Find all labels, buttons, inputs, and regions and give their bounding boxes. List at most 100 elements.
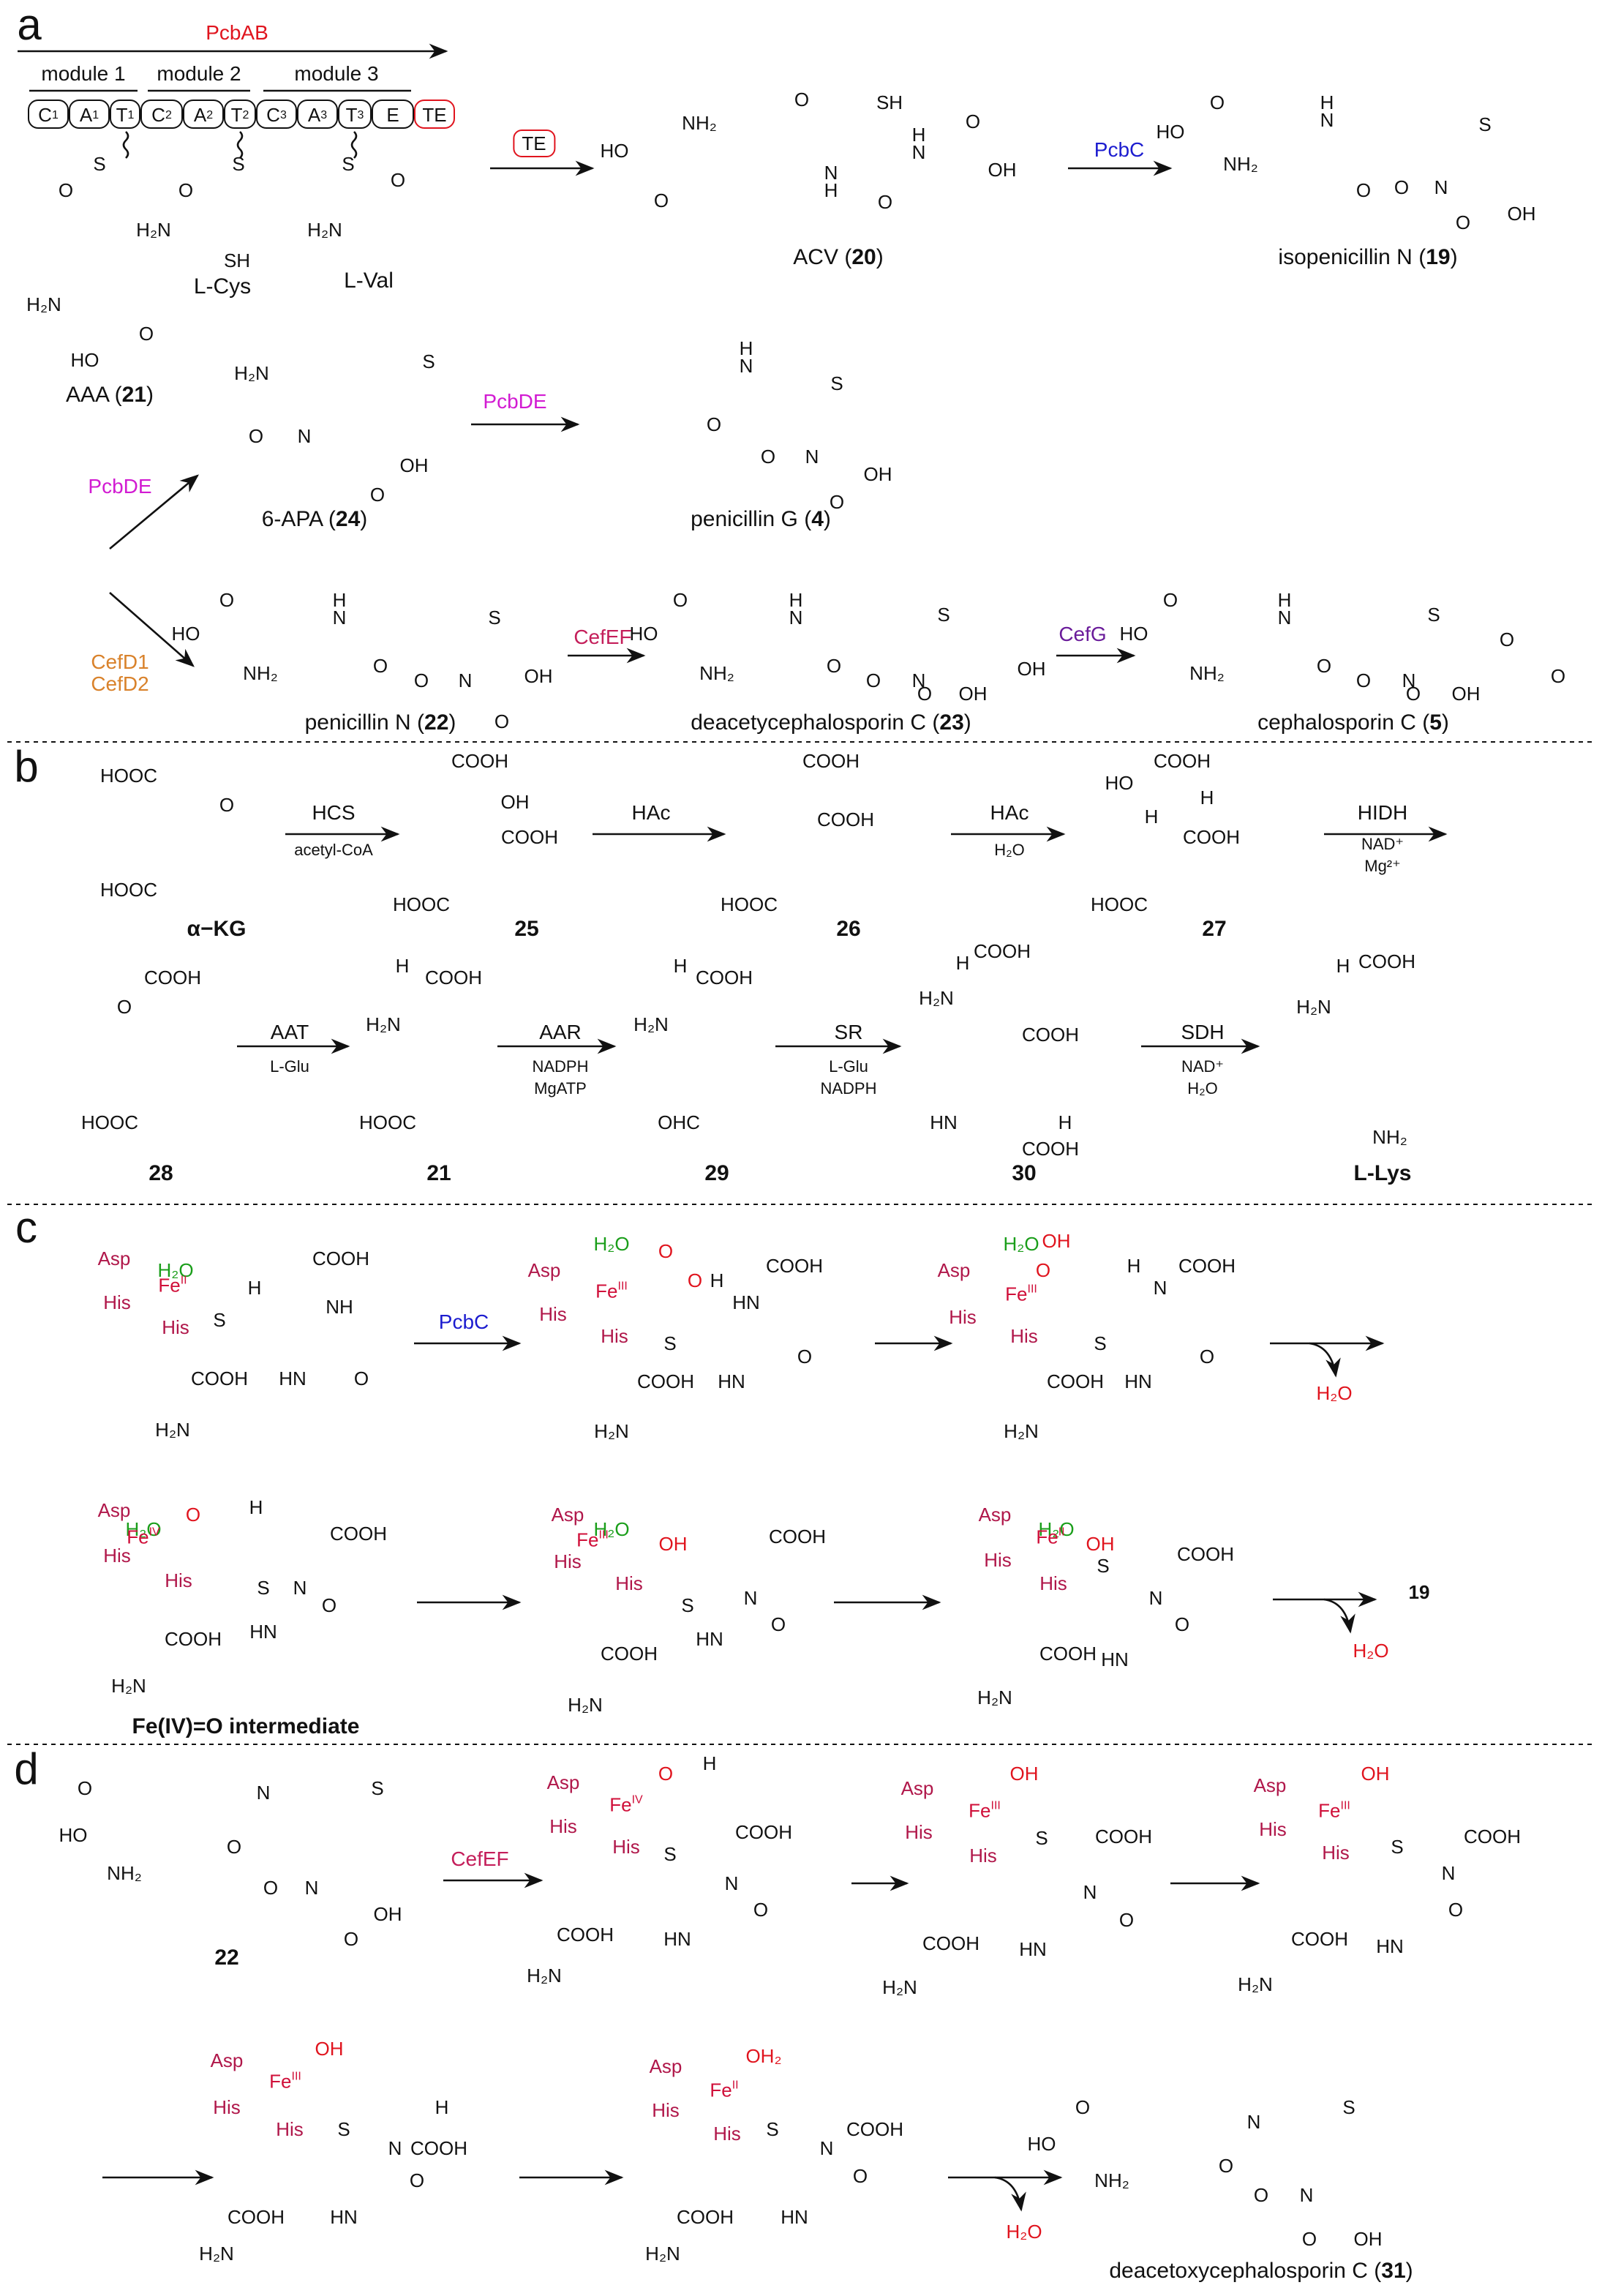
compound-22-label: 22 bbox=[214, 1946, 239, 1970]
atom-label: H bbox=[955, 952, 970, 974]
domain-letter: T bbox=[230, 103, 243, 125]
atom-label: O bbox=[219, 794, 235, 816]
atom-label: O bbox=[829, 491, 845, 513]
atom-label: H bbox=[789, 589, 803, 611]
compound-label-5: cephalosporin C 5 bbox=[1257, 710, 1449, 735]
atom-label: S bbox=[766, 2118, 779, 2140]
atom-label: H₂N bbox=[111, 1675, 146, 1697]
atom-label: NH₂ bbox=[1189, 662, 1225, 684]
domain-letter: A bbox=[193, 103, 207, 125]
iron-center-label: FeII bbox=[158, 1273, 187, 1297]
atom-label: COOH bbox=[1154, 750, 1211, 772]
atom-label: O bbox=[321, 1594, 337, 1616]
compound-number: 24 bbox=[328, 507, 367, 532]
compound-number-label: α−KG bbox=[187, 917, 247, 942]
ligand-his-label: His bbox=[554, 1550, 582, 1572]
atom-label: COOH bbox=[1183, 826, 1240, 848]
oxidation-state: IV bbox=[631, 1793, 643, 1807]
atom-label: HN bbox=[663, 1928, 691, 1950]
panel-letter-b: b bbox=[14, 743, 39, 792]
cefd-diag-arrow bbox=[109, 592, 195, 667]
atom-label: COOH bbox=[1291, 1928, 1348, 1950]
atom-label: O bbox=[917, 683, 933, 705]
atom-label: HN bbox=[249, 1621, 277, 1643]
oxidation-state: II bbox=[180, 1273, 187, 1287]
atom-label: HN bbox=[1376, 1935, 1404, 1957]
atom-label: HOOC bbox=[359, 1111, 416, 1133]
released-water-label: H₂O bbox=[1353, 1640, 1389, 1662]
deacetoxycephalosporin-c-label: deacetoxycephalosporin C 31 bbox=[1109, 2259, 1413, 2284]
ligand-his-label: His bbox=[1259, 1818, 1287, 1840]
cofactor-label: L-Glu bbox=[270, 1059, 309, 1076]
atom-label: COOH bbox=[1022, 1138, 1079, 1160]
atom-label: O bbox=[1394, 176, 1410, 198]
compound-number: 23 bbox=[932, 710, 971, 735]
atom-label: H bbox=[1144, 806, 1159, 828]
atom-label: COOH bbox=[1177, 1543, 1234, 1565]
panel-letter-a: a bbox=[17, 1, 42, 50]
atom-label: O bbox=[826, 655, 842, 677]
ligand-his-label: His bbox=[713, 2123, 741, 2145]
atom-label: O bbox=[1550, 665, 1566, 687]
cofactor-label: L-Glu bbox=[829, 1059, 868, 1076]
compound-name: ACV bbox=[793, 245, 838, 270]
atom-label: N bbox=[388, 2137, 402, 2159]
atom-label: O bbox=[1448, 1899, 1464, 1921]
ligand-his-label: His bbox=[276, 2118, 304, 2140]
atom-label: H₂N bbox=[136, 219, 171, 241]
atom-label: COOH bbox=[802, 750, 860, 772]
domain-letter: T bbox=[345, 103, 358, 125]
atom-label: HN bbox=[930, 1111, 958, 1133]
atom-label: O bbox=[1355, 669, 1372, 691]
atom-label: H₂N bbox=[568, 1694, 603, 1716]
atom-label: O bbox=[219, 589, 235, 611]
cefg-label: CefG bbox=[1058, 622, 1107, 645]
atom-label: SH bbox=[223, 250, 251, 271]
atom-label: HN bbox=[1019, 1938, 1047, 1960]
atom-label: COOH bbox=[557, 1924, 614, 1946]
ligand-asp-label: Asp bbox=[937, 1259, 971, 1281]
atom-label: HO bbox=[171, 623, 200, 645]
compound-number: 21 bbox=[115, 383, 154, 408]
iron-center-label: FeIII bbox=[595, 1279, 628, 1302]
compound-number-label: 30 bbox=[1012, 1161, 1037, 1186]
domain-index: 1 bbox=[51, 108, 59, 121]
compound-name: deacetycephalosporin C bbox=[691, 710, 927, 735]
compound-label-20: ACV 20 bbox=[793, 245, 883, 270]
oxidation-state: IV bbox=[148, 1525, 160, 1539]
atom-label: OH bbox=[1507, 203, 1536, 225]
iron-center-label: FeIII bbox=[576, 1528, 609, 1551]
water-release-arrow bbox=[1309, 1342, 1341, 1378]
oxidation-state: II bbox=[732, 2078, 739, 2092]
atom-label: COOH bbox=[451, 750, 508, 772]
ligand-his-label: His bbox=[949, 1306, 977, 1328]
atom-label: S bbox=[1342, 2096, 1355, 2118]
atom-label: HO bbox=[1105, 772, 1134, 794]
atom-label: O bbox=[753, 1899, 769, 1921]
atom-label: O bbox=[672, 589, 688, 611]
oxidation-state: III bbox=[598, 1528, 609, 1542]
domain-index: 1 bbox=[127, 108, 135, 121]
atom-label: O bbox=[1209, 91, 1225, 113]
atom-label: S bbox=[337, 2118, 350, 2140]
atom-label: COOH bbox=[974, 940, 1031, 962]
atom-label: COOH bbox=[501, 826, 558, 848]
iron-center-label: FeIV bbox=[609, 1793, 643, 1816]
ligand-his-label: His bbox=[1322, 1842, 1350, 1864]
atom-label: S bbox=[681, 1594, 694, 1616]
atom-label: O bbox=[413, 669, 429, 691]
atom-label: NH₂ bbox=[682, 112, 717, 134]
atom-label: COOH bbox=[1047, 1370, 1104, 1392]
atom-label: O bbox=[494, 710, 510, 732]
atom-label: OH bbox=[373, 1903, 402, 1925]
atom-label: HN bbox=[1124, 1370, 1152, 1392]
atom-label: N bbox=[1320, 109, 1334, 131]
atom-label: O bbox=[226, 1836, 242, 1858]
atom-label: H₂N bbox=[882, 1976, 917, 1998]
atom-label: N bbox=[304, 1877, 319, 1899]
ligand-his-label: His bbox=[539, 1303, 567, 1325]
atom-label: N bbox=[256, 1782, 271, 1804]
atom-label: H bbox=[1058, 1111, 1072, 1133]
